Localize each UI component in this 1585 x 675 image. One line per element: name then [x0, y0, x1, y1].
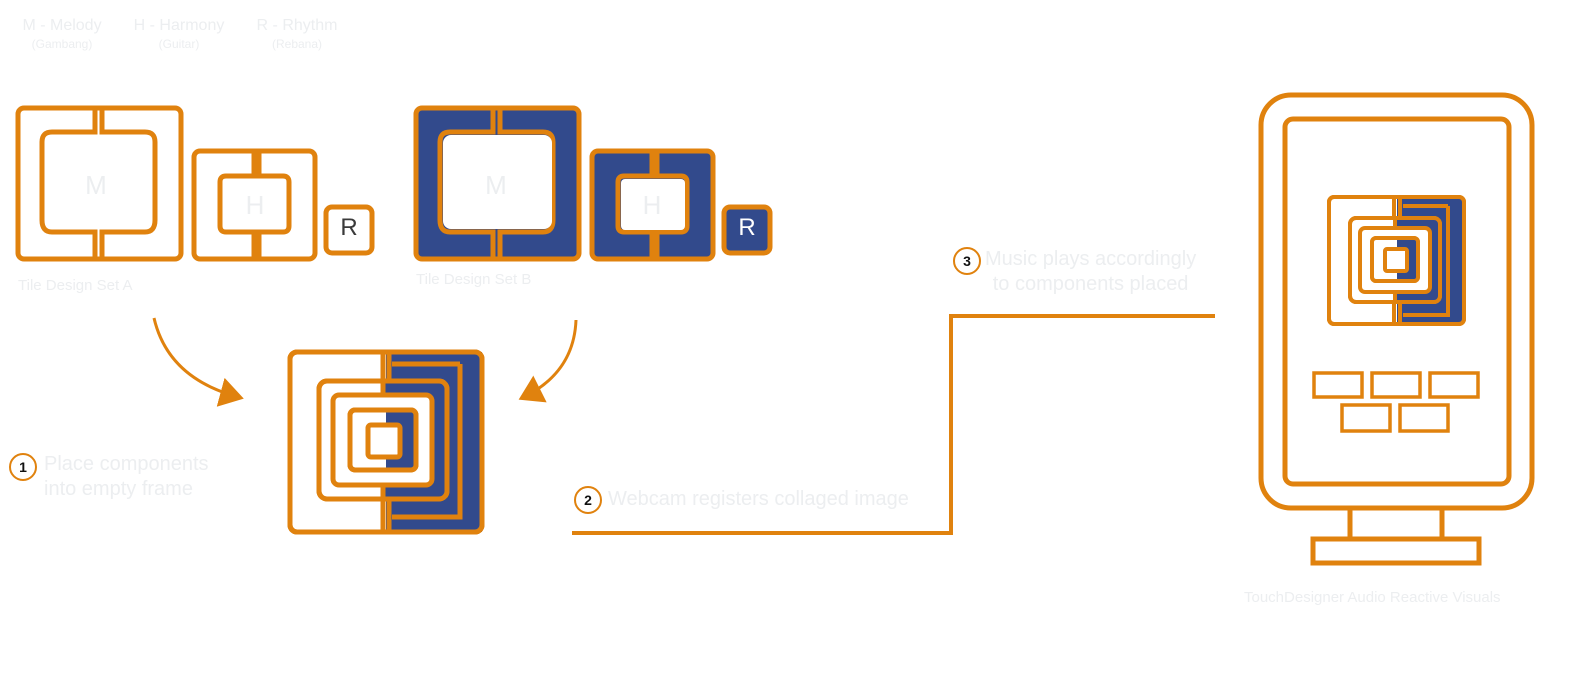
tile-b-harmony — [589, 148, 716, 262]
legend-melody-subtitle: (Gambang) — [31, 37, 93, 51]
tile-b-melody-label: M — [485, 170, 507, 200]
legend-melody: M - Melody (Gambang) — [18, 17, 106, 51]
monitor-caption: TouchDesigner Audio Reactive Visuals — [1244, 589, 1501, 606]
monitor-button — [1370, 371, 1422, 399]
tile-set-b-caption: Tile Design Set B — [416, 271, 532, 288]
step-1-line1: Place components — [44, 453, 209, 475]
tile-set-b — [413, 105, 773, 262]
legend-rhythm-title: R - Rhythm — [256, 17, 338, 34]
tile-b-rhythm — [721, 204, 773, 256]
step-2-badge: 2 — [574, 486, 602, 514]
legend-rhythm-subtitle: (Rebana) — [271, 37, 323, 51]
tile-set-a-caption: Tile Design Set A — [18, 277, 133, 294]
legend-harmony: H - Harmony (Guitar) — [130, 17, 228, 51]
tile-b-harmony-label: H — [642, 190, 662, 220]
tile-a-rhythm-label: R — [340, 214, 358, 241]
monitor-button — [1312, 371, 1364, 399]
monitor-button — [1428, 371, 1480, 399]
tile-a-rhythm — [323, 204, 375, 256]
connector-frame-to-monitor — [572, 314, 1215, 535]
step-1-line2: into empty frame — [44, 478, 193, 500]
legend-harmony-subtitle: (Guitar) — [158, 37, 200, 51]
tile-a-melody-label: M — [85, 170, 107, 200]
step-3-line1: Music plays accordingly — [985, 248, 1197, 270]
legend-melody-title: M - Melody — [22, 17, 102, 34]
monitor-button — [1398, 403, 1450, 433]
arrow-set-b-to-frame — [518, 319, 578, 403]
step-1-text: Place components into empty frame — [44, 452, 209, 502]
step-3-badge: 3 — [953, 247, 981, 275]
legend-harmony-title: H - Harmony — [133, 17, 225, 34]
monitor-collage — [1327, 195, 1466, 326]
tile-a-harmony — [191, 148, 318, 262]
tile-b-rhythm-label: R — [738, 214, 756, 241]
tile-a-harmony-label: H — [245, 190, 265, 220]
monitor — [1258, 92, 1535, 566]
tile-a-melody — [15, 105, 184, 262]
tile-b-melody — [413, 105, 582, 262]
step-3-line2: to components placed — [992, 273, 1189, 295]
collaged-frame — [287, 349, 485, 535]
step-1-badge: 1 — [9, 453, 37, 481]
step-3-text: Music plays accordingly to components pl… — [985, 247, 1196, 297]
step-2-text: Webcam registers collaged image — [608, 487, 909, 512]
arrow-set-a-to-frame — [152, 317, 244, 407]
step-2-line1: Webcam registers collaged image — [608, 488, 909, 510]
monitor-button — [1340, 403, 1392, 433]
legend-rhythm: R - Rhythm (Rebana) — [252, 17, 342, 51]
tile-set-a — [15, 105, 375, 262]
